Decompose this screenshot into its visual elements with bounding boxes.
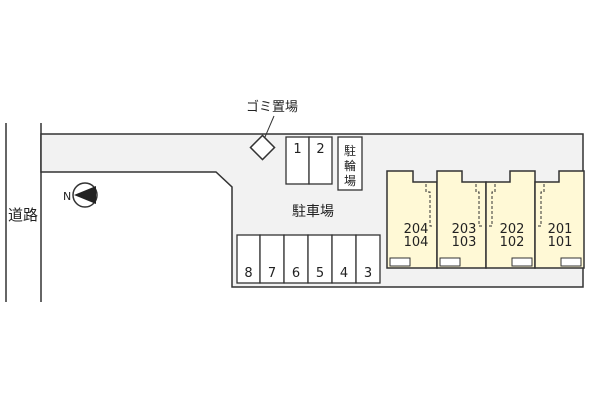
unit-lower-number: 104 [404,235,429,250]
parking-lot-label: 駐車場 [292,203,334,220]
unit-lower-number: 101 [548,235,573,250]
apartment-unit-203-103: 203 103 [436,170,487,269]
road-label: 道路 [8,206,38,224]
space-number: 3 [364,266,372,281]
unit-entrance [425,184,433,227]
parking-space-3 [355,234,381,284]
space-number: 6 [292,266,300,281]
unit-entrance [538,184,545,227]
bottom-parking-row: 8 7 6 5 4 3 [236,234,381,284]
apartment-unit-201-101: 201 101 [534,170,585,269]
unit-entrance [475,184,482,227]
parking-space-2: 2 [308,136,333,185]
bike-parking-char-1: 駐 [344,143,356,158]
unit-balcony [389,257,411,267]
unit-balcony [560,257,582,267]
parking-space-1: 1 [285,136,310,185]
space-number: 8 [244,266,252,281]
apartment-unit-202-102: 202 102 [485,170,536,269]
unit-entrance [489,184,496,227]
bike-parking-char-2: 輪 [344,158,356,173]
parking-space-7 [259,234,285,284]
north-compass-icon: N [63,182,98,208]
space-number: 4 [340,266,348,281]
bike-parking-char-3: 場 [344,174,356,188]
apartment-unit-204-104: 204 104 [386,170,438,269]
unit-lower-number: 102 [500,235,525,250]
space-number: 7 [268,266,276,281]
garbage-area-label: ゴミ置場 [246,99,298,115]
space-number: 1 [293,142,301,157]
unit-upper-number: 202 [500,222,525,237]
unit-balcony [439,257,461,267]
unit-upper-number: 201 [548,222,573,237]
unit-balcony [511,257,533,267]
bicycle-parking: 駐 輪 場 [337,136,363,191]
space-number: 5 [316,266,324,281]
garbage-area [249,134,276,161]
compass-label: N [63,190,71,203]
space-number: 2 [316,142,324,157]
unit-upper-number: 204 [404,222,429,237]
unit-lower-number: 103 [452,235,477,250]
parking-space-6 [283,234,309,284]
unit-upper-number: 203 [452,222,477,237]
